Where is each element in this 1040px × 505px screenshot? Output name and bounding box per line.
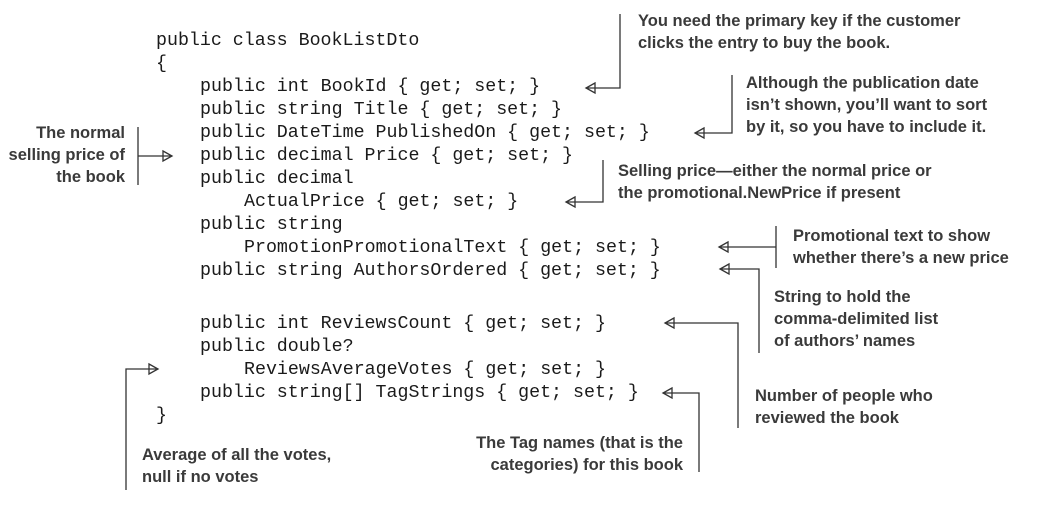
code-line-tagstrings: public string[] TagStrings { get; set; }: [200, 383, 639, 403]
code-line-authorsordered: public string AuthorsOrdered { get; set;…: [200, 261, 661, 281]
code-line-bookid: public int BookId { get; set; }: [200, 77, 541, 97]
arrowhead-tags: [661, 386, 673, 400]
code-line-avgvotes: ReviewsAverageVotes { get; set; }: [244, 360, 607, 380]
code-line-class-declaration: public class BookListDto: [156, 31, 420, 51]
arrowhead-publishedon: [693, 126, 705, 140]
annotation-publishedon: Although the publication date isn’t show…: [746, 74, 988, 136]
annotation-authors: String to hold the comma-delimited list …: [774, 288, 939, 350]
code-line-title: public string Title { get; set; }: [200, 100, 563, 120]
code-line-open-brace: {: [156, 54, 167, 74]
arrowhead-reviewscount: [663, 316, 675, 330]
code-line-avgvotes-type: public double?: [200, 337, 354, 357]
annotation-price: The normal selling price of the book: [8, 124, 125, 186]
connector-publishedon: [695, 75, 733, 134]
arrowhead-price: [162, 149, 174, 163]
arrowhead-avgvotes: [148, 362, 160, 376]
annotation-promotext: Promotional text to show whether there’s…: [793, 227, 1009, 267]
connector-reviewscount: [665, 322, 739, 428]
code-line-close-brace: }: [156, 406, 167, 426]
annotation-avgvotes: Average of all the votes, null if no vot…: [142, 446, 332, 486]
connector-bookid: [586, 14, 621, 89]
connector-tags: [663, 392, 700, 472]
arrowhead-promotext: [717, 240, 729, 254]
arrowhead-authors: [718, 262, 730, 276]
code-line-price: public decimal Price { get; set; }: [200, 146, 573, 166]
code-line-reviewscount: public int ReviewsCount { get; set; }: [200, 314, 606, 334]
annotation-tags: The Tag names (that is the categories) f…: [476, 434, 683, 474]
code-line-actualprice-type: public decimal: [200, 169, 354, 189]
arrowhead-bookid: [584, 81, 596, 95]
code-line-promotext: PromotionPromotionalText { get; set; }: [244, 238, 661, 258]
code-line-actualprice: ActualPrice { get; set; }: [244, 192, 519, 212]
code-line-promotext-type: public string: [200, 215, 343, 235]
annotation-actualprice: Selling price—either the normal price or…: [618, 162, 932, 202]
connector-avgvotes: [125, 368, 158, 490]
connector-actualprice: [566, 160, 604, 203]
code-line-publishedon: public DateTime PublishedOn { get; set; …: [200, 123, 650, 143]
annotation-bookid: You need the primary key if the customer…: [638, 12, 961, 52]
connector-authors: [720, 268, 760, 353]
annotation-reviewscount: Number of people who reviewed the book: [755, 387, 933, 427]
arrowhead-actualprice: [564, 195, 576, 209]
